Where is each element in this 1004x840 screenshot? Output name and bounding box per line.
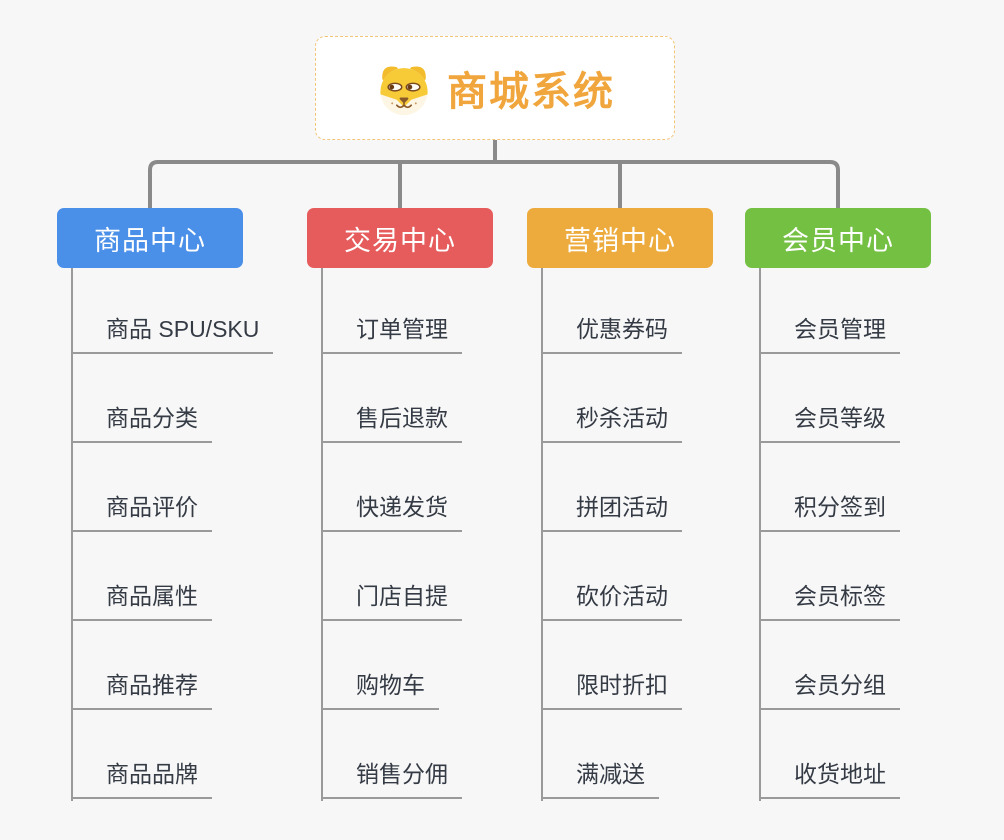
leaf-node[interactable]: 收货地址 bbox=[760, 759, 900, 799]
leaf-node[interactable]: 积分签到 bbox=[760, 492, 900, 532]
leaf-node[interactable]: 限时折扣 bbox=[542, 670, 682, 710]
leaf-node[interactable]: 商品推荐 bbox=[72, 670, 212, 710]
leaf-node[interactable]: 会员标签 bbox=[760, 581, 900, 621]
leaf-node[interactable]: 销售分佣 bbox=[322, 759, 462, 799]
leaf-node[interactable]: 商品 SPU/SKU bbox=[72, 314, 274, 354]
branch-node-2[interactable]: 交易中心 bbox=[307, 208, 493, 268]
leaf-node[interactable]: 会员等级 bbox=[760, 403, 900, 443]
branch-node-3[interactable]: 营销中心 bbox=[527, 208, 713, 268]
leaf-node[interactable]: 优惠券码 bbox=[542, 314, 682, 354]
root-node[interactable]: 商城系统 bbox=[315, 36, 675, 140]
leaf-node[interactable]: 会员分组 bbox=[760, 670, 900, 710]
leaf-node[interactable]: 砍价活动 bbox=[542, 581, 682, 621]
branch-connector-line bbox=[321, 268, 323, 801]
leaf-node[interactable]: 订单管理 bbox=[322, 314, 462, 354]
branch-connector-line bbox=[759, 268, 761, 801]
leaf-node[interactable]: 购物车 bbox=[322, 670, 439, 710]
leaf-node[interactable]: 门店自提 bbox=[322, 581, 462, 621]
leaf-node[interactable]: 商品品牌 bbox=[72, 759, 212, 799]
dog-face-icon bbox=[380, 66, 428, 116]
leaf-node[interactable]: 商品评价 bbox=[72, 492, 212, 532]
leaf-node[interactable]: 快递发货 bbox=[322, 492, 462, 532]
leaf-node[interactable]: 秒杀活动 bbox=[542, 403, 682, 443]
leaf-node[interactable]: 售后退款 bbox=[322, 403, 462, 443]
leaf-node[interactable]: 会员管理 bbox=[760, 314, 900, 354]
branch-connector-line bbox=[541, 268, 543, 801]
root-title: 商城系统 bbox=[447, 70, 615, 114]
leaf-node[interactable]: 拼团活动 bbox=[542, 492, 682, 532]
branch-connector-line bbox=[71, 268, 73, 801]
branch-node-1[interactable]: 商品中心 bbox=[57, 208, 243, 268]
leaf-node[interactable]: 商品属性 bbox=[72, 581, 212, 621]
leaf-node[interactable]: 满减送 bbox=[542, 759, 659, 799]
branch-node-4[interactable]: 会员中心 bbox=[745, 208, 931, 268]
leaf-node[interactable]: 商品分类 bbox=[72, 403, 212, 443]
